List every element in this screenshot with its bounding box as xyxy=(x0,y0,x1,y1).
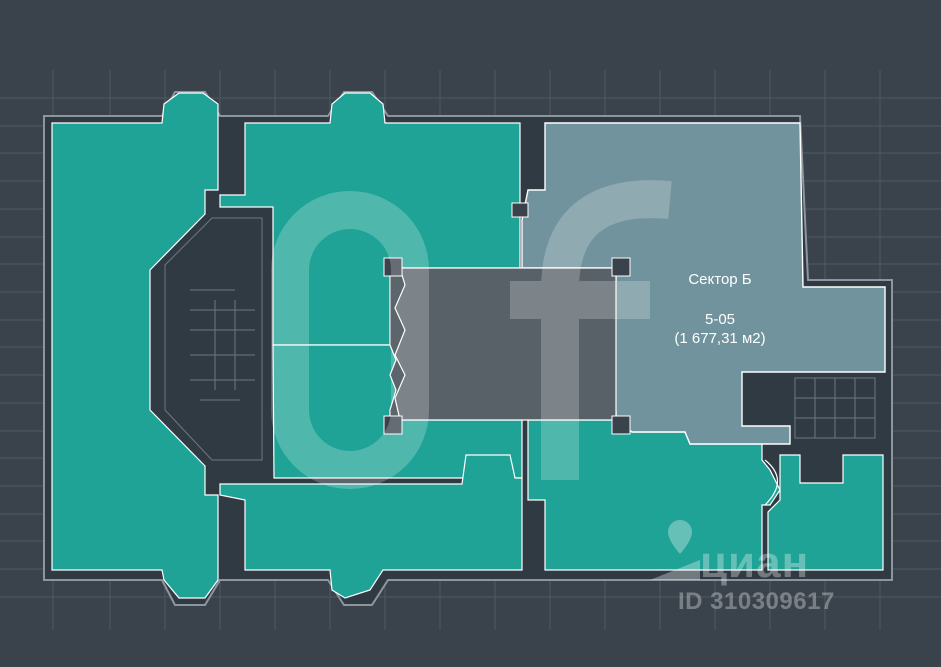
core-columns xyxy=(383,202,631,435)
watermark-logo xyxy=(271,180,672,489)
unit-id-label: 5-05 xyxy=(704,311,736,328)
zone-center-west[interactable] xyxy=(272,344,523,479)
left-service-core xyxy=(164,217,263,461)
central-atrium xyxy=(394,267,617,421)
watermark-brand: циан xyxy=(700,538,810,587)
zone-east[interactable] xyxy=(767,454,884,571)
bay-window xyxy=(764,459,779,506)
unit-area-label: (1 677,31 м2) xyxy=(674,330,766,347)
right-service-core xyxy=(794,377,876,439)
sector-label: Сектор Б xyxy=(688,271,752,288)
location-pin-icon xyxy=(650,520,700,580)
zone-south[interactable] xyxy=(219,454,523,599)
watermark-listing-id: ID 310309617 xyxy=(678,588,835,615)
zone-west[interactable] xyxy=(51,92,219,599)
